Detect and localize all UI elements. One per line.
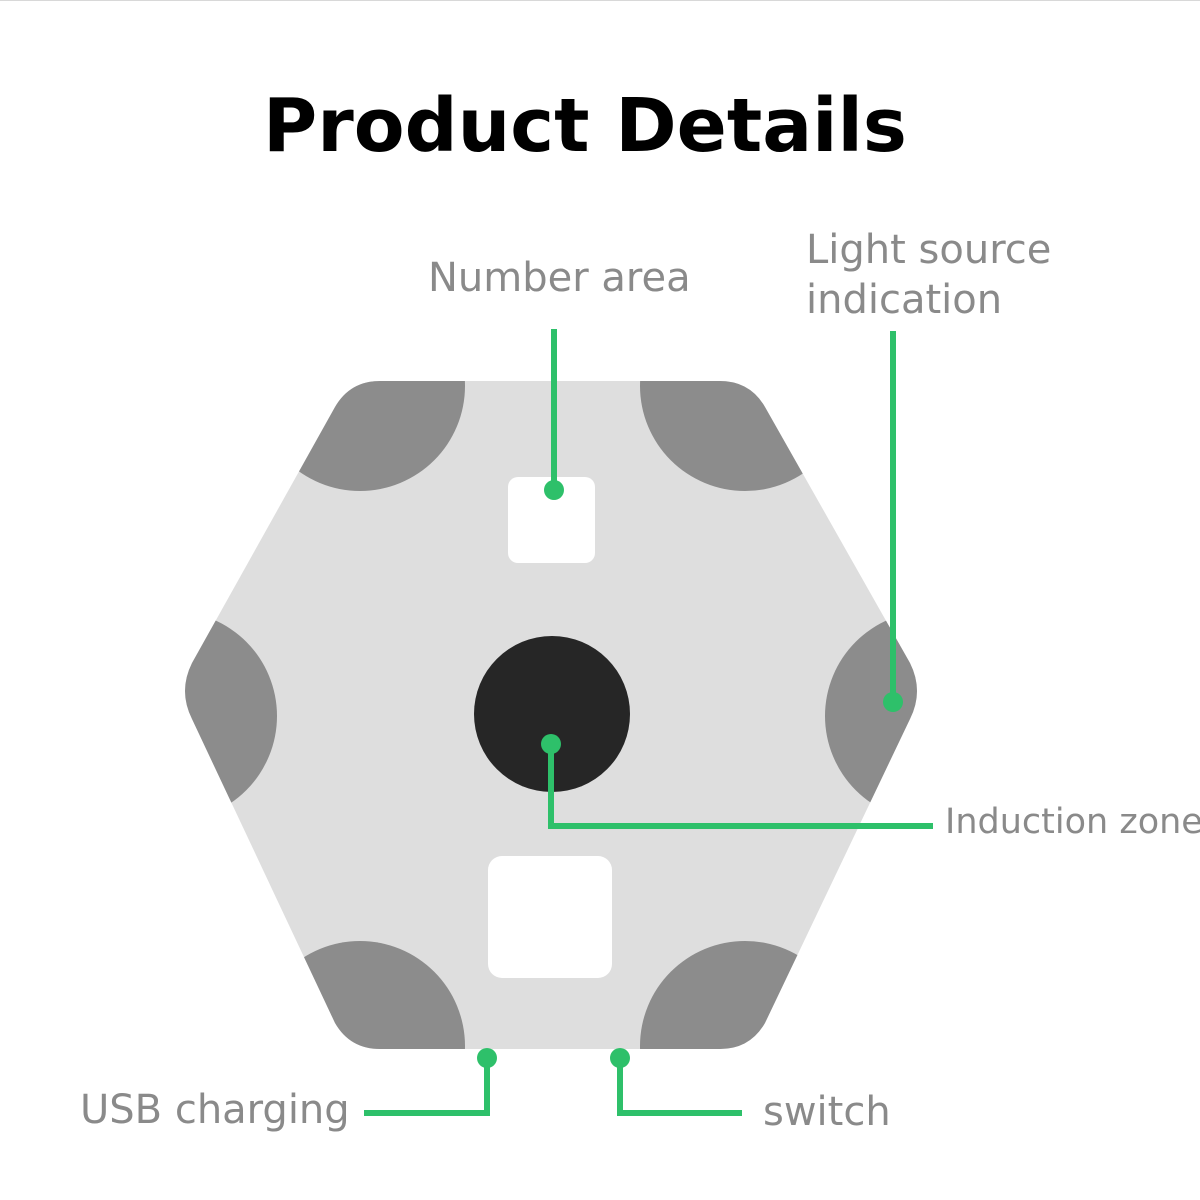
label-induction-zone: Induction zone (945, 802, 1200, 842)
label-light-source-line2: indication (806, 277, 1003, 323)
leader-usb-charging (364, 1058, 490, 1116)
pad-left (185, 611, 277, 821)
page-title: Product Details (263, 83, 907, 169)
label-light-source-line1: Light source (806, 227, 1052, 273)
label-switch: switch (763, 1089, 891, 1135)
dot-switch (610, 1048, 630, 1068)
leader-induction-zone (548, 744, 933, 829)
dot-number-area (544, 480, 564, 500)
number-area-window (508, 477, 595, 563)
label-light-source-indication: Light source indication (806, 225, 1051, 325)
label-usb-charging: USB charging (80, 1087, 350, 1133)
dot-induction-zone (541, 734, 561, 754)
leader-lines (364, 329, 933, 1116)
leader-switch (617, 1058, 742, 1116)
dot-usb-charging (477, 1048, 497, 1068)
dot-light-source (883, 692, 903, 712)
pad-top-left (255, 381, 465, 491)
label-number-area: Number area (428, 255, 691, 301)
induction-disc (474, 636, 630, 792)
pad-right (825, 611, 917, 821)
leader-dots (477, 480, 903, 1068)
lower-window (488, 856, 612, 978)
